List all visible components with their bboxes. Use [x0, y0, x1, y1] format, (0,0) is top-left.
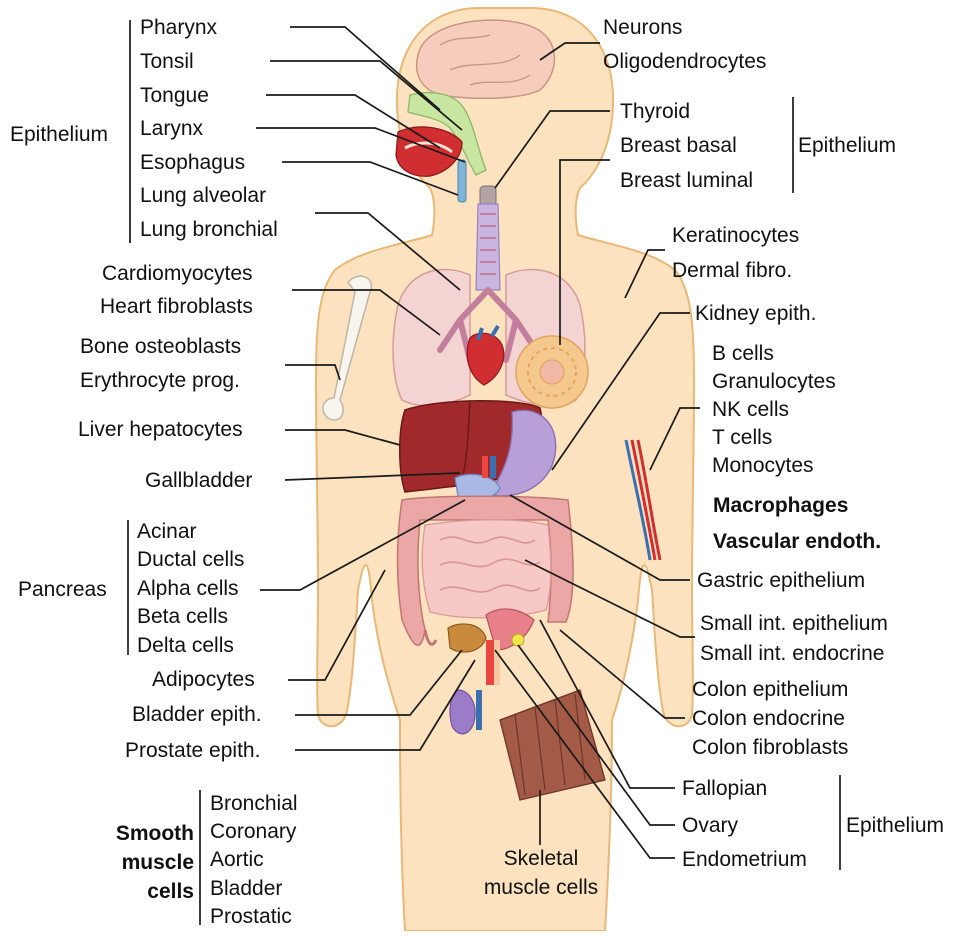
label-gallbladder: Gallbladder: [145, 469, 252, 492]
label-lung-bronchial: Lung bronchial: [140, 218, 278, 241]
label-gastric-epithelium: Gastric epithelium: [697, 569, 865, 592]
label-colon-endocrine: Colon endocrine: [692, 707, 845, 730]
label-bladder-epith: Bladder epith.: [132, 703, 262, 726]
label-epithelium-bottom: Epithelium: [846, 814, 944, 837]
label-macrophages: Macrophages: [713, 494, 848, 517]
label-nk-cells: NK cells: [712, 398, 789, 421]
label-smooth: Smooth: [116, 822, 194, 845]
label-b-cells: B cells: [712, 342, 774, 365]
label-muscle: muscle: [122, 851, 194, 874]
label-fallopian: Fallopian: [682, 777, 767, 800]
label-delta-cells: Delta cells: [137, 634, 234, 657]
label-alpha-cells: Alpha cells: [137, 577, 239, 600]
label-heart-fibroblasts: Heart fibroblasts: [100, 295, 253, 318]
label-tonsil: Tonsil: [140, 50, 194, 73]
label-ductal-cells: Ductal cells: [137, 548, 244, 571]
label-monocytes: Monocytes: [712, 454, 814, 477]
label-liver-hepatocytes: Liver hepatocytes: [78, 418, 243, 441]
label-epithelium-right: Epithelium: [798, 134, 896, 157]
label-tongue: Tongue: [140, 84, 209, 107]
label-breast-basal: Breast basal: [620, 134, 737, 157]
label-oligodendrocytes: Oligodendrocytes: [603, 50, 766, 73]
label-epithelium-left: Epithelium: [10, 123, 108, 146]
label-aortic: Aortic: [210, 848, 264, 871]
label-small-int-epithelium: Small int. epithelium: [700, 612, 888, 635]
label-cells: cells: [147, 880, 194, 903]
label-bronchial: Bronchial: [210, 792, 298, 815]
thyroid: [480, 186, 496, 206]
label-lung-alveolar: Lung alveolar: [140, 184, 266, 207]
trachea: [476, 204, 500, 290]
left-lung: [393, 269, 470, 405]
small-intestine: [422, 520, 551, 618]
label-small-int-endocrine: Small int. endocrine: [700, 642, 884, 665]
label-bone-osteoblasts: Bone osteoblasts: [80, 335, 241, 358]
label-esophagus: Esophagus: [140, 151, 245, 174]
label-cardiomyocytes: Cardiomyocytes: [102, 262, 253, 285]
label-colon-fibroblasts: Colon fibroblasts: [692, 736, 848, 759]
label-larynx: Larynx: [140, 117, 204, 140]
label-pharynx: Pharynx: [140, 16, 218, 39]
label-t-cells: T cells: [712, 426, 772, 449]
ovary: [512, 634, 524, 646]
label-acinar: Acinar: [137, 520, 197, 543]
label-vascular-endoth: Vascular endoth.: [713, 530, 881, 553]
label-adipocytes: Adipocytes: [152, 668, 255, 691]
label-kidney-epith: Kidney epith.: [695, 302, 816, 325]
label-granulocytes: Granulocytes: [712, 370, 836, 393]
label-colon-epithelium: Colon epithelium: [692, 678, 848, 701]
label-keratinocytes: Keratinocytes: [672, 224, 799, 247]
label-skeletal: Skeletal: [504, 847, 579, 870]
label-prostatic: Prostatic: [210, 905, 292, 928]
label-ovary: Ovary: [682, 814, 739, 837]
label-coronary: Coronary: [210, 820, 297, 843]
label-endometrium: Endometrium: [682, 848, 807, 871]
label-thyroid: Thyroid: [620, 100, 690, 123]
label-neurons: Neurons: [603, 16, 682, 39]
label-dermal-fibro: Dermal fibro.: [672, 259, 792, 282]
esophagus: [458, 160, 466, 202]
label-breast-luminal: Breast luminal: [620, 169, 753, 192]
label-beta-cells: Beta cells: [137, 605, 228, 628]
label-bladder: Bladder: [210, 877, 282, 900]
label-prostate-epith: Prostate epith.: [125, 739, 260, 762]
label-erythrocyte-prog: Erythrocyte prog.: [80, 369, 240, 392]
label-pancreas: Pancreas: [18, 578, 107, 601]
brain: [417, 20, 555, 98]
label-muscle-cells: muscle cells: [484, 876, 598, 899]
